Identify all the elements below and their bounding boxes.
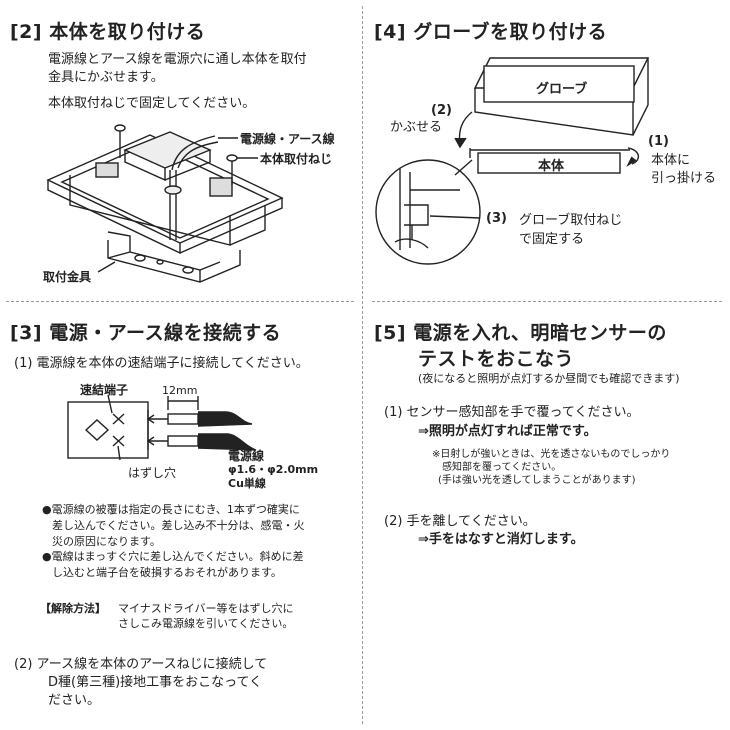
wire-type: Cu単線 <box>228 477 266 490</box>
section-3-heading: [3] 電源・アース線を接続する <box>10 322 282 344</box>
section-3-item-1: (1) 電源線を本体の速結端子に接続してください。 <box>14 356 309 371</box>
step-2-text: かぶせる <box>390 120 443 135</box>
section-3-item-2a: (2) アース線を本体のアースねじに接続して <box>14 657 268 672</box>
step-1-text-a: 本体に <box>651 153 691 168</box>
section-5-heading-a: [5] 電源を入れ、明暗センサーの <box>374 322 667 344</box>
label-body-screw: 本体取付ねじ <box>260 152 333 166</box>
strip-length-label: 12mm <box>162 384 198 397</box>
horizontal-divider-right <box>372 301 722 302</box>
note-1a: ●電源線の被覆は指定の長さにむき、1本ずつ確実に <box>42 503 300 516</box>
horizontal-divider-left <box>6 301 354 302</box>
mounting-illustration <box>46 124 284 283</box>
section-5-item-2: (2) 手を離してください。 <box>384 514 536 529</box>
release-hole-label: はずし穴 <box>128 466 177 480</box>
globe-label: グローブ <box>536 82 588 97</box>
terminal-illustration <box>67 394 257 461</box>
note-2a: ●電線はまっすぐ穴に差し込んでください。斜めに差 <box>42 550 304 563</box>
section-5-note-c: (手は強い光を透してしまうことがあります) <box>438 475 636 486</box>
section-5-item-2-result: ⇒手をはなすと消灯します。 <box>418 532 584 547</box>
release-method-b: さしこみ電源線を引いてください。 <box>118 617 294 630</box>
step-3-number: (3) <box>486 211 507 226</box>
section-3-item-2b: D種(第三種)接地工事をおこなってく <box>48 675 263 690</box>
section-5-note-a: ※日射しが強いときは、光を透さないものでしっかり <box>432 449 671 460</box>
section-5-subtitle: (夜になると照明が点灯するか昼間でも確認できます) <box>418 372 680 385</box>
wire-spec: φ1.6・φ2.0mm <box>228 463 319 476</box>
section-4-heading: [4] グローブを取り付ける <box>374 21 608 43</box>
globe-illustration <box>375 57 650 265</box>
release-method-label: 【解除方法】 <box>40 602 106 615</box>
step-3-text-a: グローブ取付ねじ <box>519 213 623 228</box>
step-2-number: (2) <box>431 103 452 118</box>
label-mounting-bracket: 取付金具 <box>43 270 92 284</box>
section-5-item-1: (1) センサー感知部を手で覆ってください。 <box>384 405 640 420</box>
release-method-a: マイナスドライバー等をはずし穴に <box>118 602 294 615</box>
section-5-item-1-result: ⇒照明が点灯すれば正常です。 <box>418 424 597 439</box>
step-3-text-b: で固定する <box>519 232 585 247</box>
vertical-divider <box>362 6 364 724</box>
note-2b: し込むと端子台を破損するおそれがあります。 <box>52 566 282 579</box>
section-5-note-b: 感知部を覆ってください。 <box>442 462 562 473</box>
section-2-text-1a: 電源線とアース線を電源穴に通し本体を取付 <box>48 52 307 67</box>
wire-title: 電源線 <box>228 449 265 463</box>
note-1c: 災の原因になります。 <box>52 535 161 548</box>
terminal-label: 速結端子 <box>80 383 129 397</box>
section-3-item-2c: ださい。 <box>48 693 101 708</box>
label-power-earth-wire: 電源線・アース線 <box>240 132 335 146</box>
section-2-text-1b: 金具にかぶせます。 <box>48 70 164 85</box>
section-2-text-2: 本体取付ねじで固定してください。 <box>48 96 256 111</box>
body-label: 本体 <box>538 159 565 174</box>
note-1b: 差し込んでください。差し込み不十分は、感電・火 <box>52 519 305 532</box>
section-5-heading-b: テストをおこなう <box>418 348 575 370</box>
step-1-text-b: 引っ掛ける <box>651 171 717 186</box>
section-2-heading: [2] 本体を取り付ける <box>10 21 206 43</box>
step-1-number: (1) <box>648 134 669 149</box>
